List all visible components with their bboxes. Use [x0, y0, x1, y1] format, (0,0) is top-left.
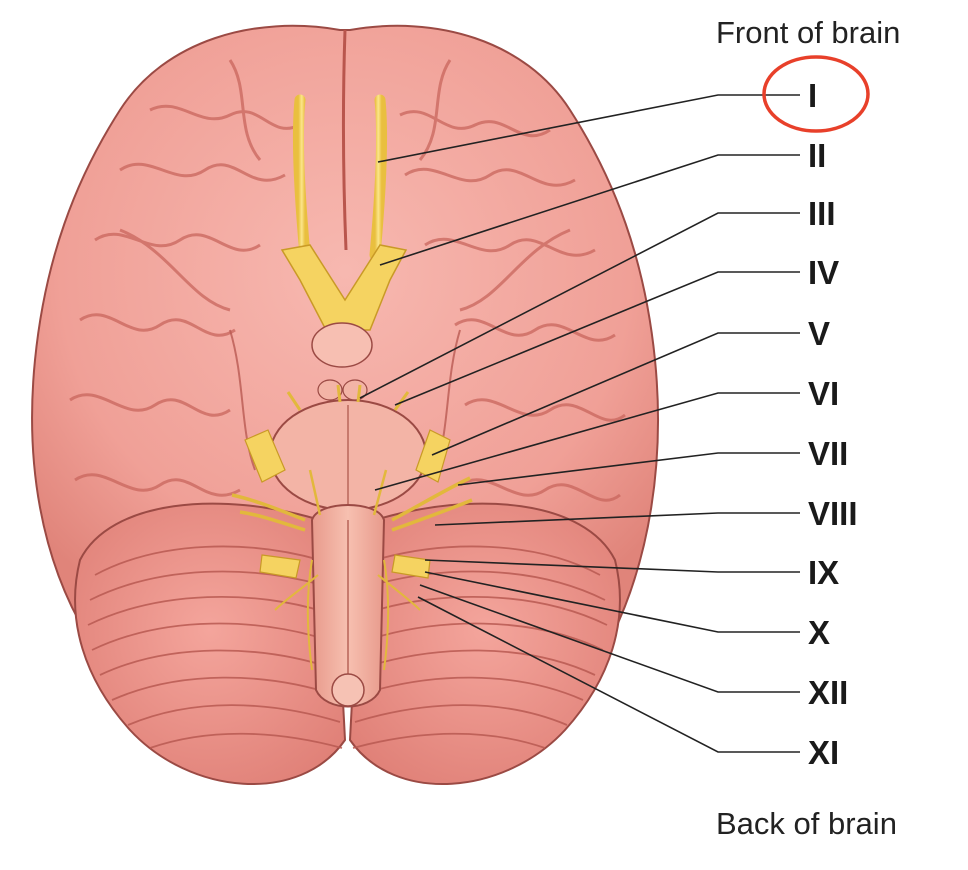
trigeminal-right	[415, 429, 451, 483]
back-of-brain-label: Back of brain	[716, 806, 897, 841]
leader-line-II	[379, 154, 800, 266]
leader-line-VI	[374, 392, 800, 491]
pituitary	[311, 322, 373, 368]
leader-line-V	[431, 332, 800, 456]
trigeminal-left	[244, 429, 286, 483]
mammillary-left	[317, 379, 343, 401]
nerve-label-VI: VI	[808, 375, 839, 412]
nerve-label-II: II	[808, 137, 826, 174]
nerve-label-V: V	[808, 315, 830, 352]
lower-nerves-left	[259, 554, 301, 579]
leader-line-XII	[419, 584, 800, 693]
leader-line-IV	[394, 271, 800, 406]
leader-line-IX	[424, 559, 800, 573]
leader-line-XI	[417, 596, 800, 753]
leader-line-III	[359, 212, 800, 399]
leader-line-X	[424, 571, 800, 633]
spinal-cord-section	[331, 673, 365, 707]
olfactory-tract-left	[292, 94, 311, 261]
nerve-structures	[231, 94, 473, 671]
nerve-label-IX: IX	[808, 554, 839, 591]
nerve-label-XI: XI	[808, 734, 839, 771]
nerve-label-X: X	[808, 614, 830, 651]
leader-line-I	[377, 94, 800, 163]
lower-nerves-right	[391, 554, 431, 579]
nerve-label-VIII: VIII	[808, 495, 858, 532]
nerve-label-III: III	[808, 195, 836, 232]
nerve-label-VII: VII	[808, 435, 848, 472]
nerve-label-XII: XII	[808, 674, 848, 711]
optic-chiasm	[280, 244, 408, 331]
front-of-brain-label: Front of brain	[716, 15, 900, 50]
leader-lines	[359, 94, 800, 753]
mammillary-right	[342, 379, 368, 401]
olfactory-tract-right	[369, 94, 388, 261]
nerve-label-I: I	[808, 77, 817, 114]
leader-line-VII	[457, 452, 800, 486]
highlight-circle	[762, 55, 870, 133]
nerve-label-IV: IV	[808, 254, 839, 291]
leader-line-VIII	[434, 512, 800, 526]
